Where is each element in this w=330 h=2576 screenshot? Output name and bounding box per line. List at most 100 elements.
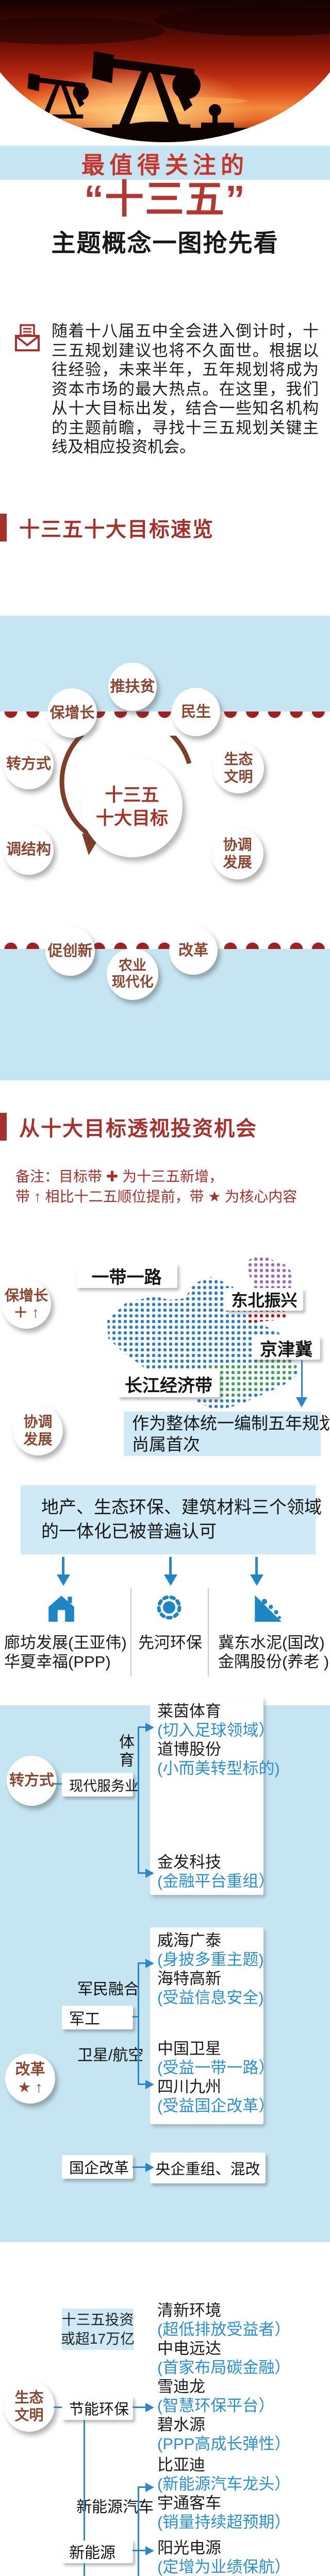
goal-gaige: 改革: [169, 926, 218, 975]
stock-name: 中国卫星: [157, 2040, 221, 2058]
map-label-dongbeizhenxing: 东北振兴: [225, 1288, 303, 1311]
stock-name: 清新环境: [157, 2301, 221, 2319]
flow-line: [169, 1557, 172, 1575]
stock-name: 金隅股份(养老 ): [218, 1653, 329, 1671]
flow-line: [138, 1726, 139, 1874]
stock-note: (切入足球领域）: [157, 1721, 275, 1739]
house-icon: [45, 1592, 77, 1624]
stock-note: (受益国企改革）: [157, 2097, 275, 2115]
result-yangqichongzu: 央企重组、混改: [150, 2153, 266, 2183]
stock-note: (首家布局碳金融）: [157, 2359, 291, 2377]
flow-line: [138, 1962, 145, 1964]
arrow-icon: [145, 2546, 154, 2555]
cat-shengtaiwenming: 生态文明: [4, 2381, 55, 2432]
page-subtitle: 主题概念一图抢先看: [51, 229, 279, 257]
stock-name: 四川九州: [157, 2078, 221, 2096]
envelope-icon: [14, 324, 40, 355]
col-dichan: 廊坊发展(王亚伟)华夏幸福(PPP): [4, 1633, 127, 1671]
goal-nongyexiandaihua: 农业现代化: [107, 948, 158, 1000]
section-header-invest: 从十大目标透视投资机会: [0, 1112, 257, 1142]
stock-note: (定增为业绩保航）: [157, 2558, 291, 2576]
invest-badge: 十三五投资或超17万亿: [61, 2309, 135, 2350]
page-title: “十三五”: [84, 178, 246, 222]
goals-center-line2: 十大目标: [95, 808, 168, 828]
col-jiancai: 冀东水泥(国改)金隅股份(养老 ): [218, 1633, 329, 1671]
sub-xinnengyuanqiche: 新能源汽车: [76, 2499, 154, 2516]
branch-guoqigaige: 国企改革: [62, 2155, 133, 2179]
legend-note-line2: 带 ↑ 相比十二五顺位提前，带 ★ 为核心内容: [15, 1189, 298, 1205]
stocks-huanbao: 清新环境(超低排放受益者）中电远达(首家布局碳金融）雪迪龙(智慧环保平台）碧水源…: [157, 2301, 290, 2453]
stock-name: 雪迪龙: [157, 2378, 205, 2396]
sub-tiyu: 体育: [117, 1734, 134, 1770]
arrow-icon: [145, 2403, 154, 2412]
flow-line: [133, 2166, 145, 2168]
arrow-icon: [145, 2163, 154, 2172]
stock-name: 华夏幸福(PPP): [4, 1653, 111, 1671]
intro-paragraph: 随着十八届五中全会进入倒计时，十三五规划建议也将不久面世。根据以往经验，未来半年…: [52, 322, 319, 456]
arrow-icon: [145, 2080, 154, 2089]
flow-line: [138, 1872, 145, 1874]
arrow-icon: [164, 1574, 177, 1586]
legend-note-line1: 备注：目标带 ✚ 为十三五新增，: [15, 1168, 224, 1184]
hero-band: 最值得关注的: [0, 146, 330, 180]
stock-name: 先河环保: [138, 1634, 202, 1652]
stock-note: (超低排放受益者）: [157, 2320, 291, 2338]
cat-gaige: 改革★ ↑: [5, 2054, 55, 2104]
flow-line: [133, 2406, 145, 2408]
goal-zhuanfangshi: 转方式: [4, 739, 54, 789]
flow-line: [138, 2486, 145, 2488]
branch-xiandaifuwuye: 现代服务业: [62, 1773, 139, 1797]
stock-name: 道博股份: [157, 1740, 221, 1758]
goal-tiaojiegou: 调结构: [4, 825, 54, 875]
stock-note: (小而美转型标的): [157, 1759, 280, 1777]
stock-note: (金融平台重组）: [157, 1872, 275, 1890]
flow-line: [84, 2420, 85, 2540]
goal-minsheng: 民生: [172, 688, 220, 736]
stock-name: 廊坊发展(王亚伟): [4, 1634, 127, 1652]
stock-note: (受益一带一路）: [157, 2059, 275, 2077]
goal-cuchuangxin: 促创新: [45, 926, 95, 976]
map-xietiaofazhan: 协调发展: [13, 1405, 63, 1455]
goal-baozengzhang: 保增长: [47, 688, 97, 738]
flow-line: [54, 2406, 62, 2408]
flow-line: [301, 1360, 303, 1398]
flow-line: [133, 1783, 138, 1785]
cat-zhuanfangshi: 转方式: [7, 1756, 57, 1806]
arrow-icon: [145, 2483, 154, 2492]
divider-line: [208, 1588, 209, 1676]
oilfield-photo: [0, 0, 330, 142]
stock-note: (身披多重主题): [157, 1951, 264, 1969]
goals-center-line1: 十三五: [105, 785, 159, 805]
stocks-jinfa: 金发科技(金融平台重组）: [157, 1853, 274, 1891]
panel-fuwuye: [150, 1697, 263, 1895]
stock-name: 威海广泰: [157, 1931, 221, 1950]
flow-line: [62, 1557, 64, 1575]
section-bar: [0, 514, 7, 541]
stock-name: 宇通客车: [157, 2494, 221, 2512]
stock-note: (智慧环保平台）: [157, 2397, 275, 2415]
section-bar: [0, 1113, 7, 1141]
goals-band-top: [0, 616, 330, 711]
stock-name: 海特高新: [157, 1970, 221, 1988]
integration-note: 地产、生态环保、建筑材料三个领域的一体化已被普遍认可: [21, 1485, 322, 1554]
sub-junminronghe: 军民融合: [77, 1981, 139, 1998]
flow-line: [138, 1962, 139, 2085]
goals-center-circle: 十三五 十大目标: [81, 756, 183, 857]
divider-line: [130, 1588, 131, 1676]
map-note: 作为整体统一编制五年规划，尚属首次: [124, 1412, 330, 1456]
arrow-icon: [57, 1574, 70, 1586]
stock-name: 阳光电源: [157, 2539, 221, 2557]
map-label-jingjinji: 京津冀: [252, 1336, 320, 1360]
sub-weixinghangkong: 卫星/航空: [77, 2047, 144, 2064]
stock-name: 冀东水泥(国改): [218, 1634, 325, 1652]
stock-name: 比亚迪: [157, 2456, 205, 2474]
hero-band-text: 最值得关注的: [81, 151, 249, 178]
rockslide-icon: [251, 1592, 283, 1624]
branch-jungong: 军工: [62, 2006, 133, 2029]
stocks-tiyu: 莱茵体育(切入足球领域）道博股份(小而美转型标的): [157, 1702, 280, 1778]
flow-line: [54, 1783, 62, 1785]
flow-line: [133, 2550, 138, 2551]
flow-line: [84, 2563, 85, 2576]
stock-note: (销量持续超预期）: [157, 2513, 291, 2531]
